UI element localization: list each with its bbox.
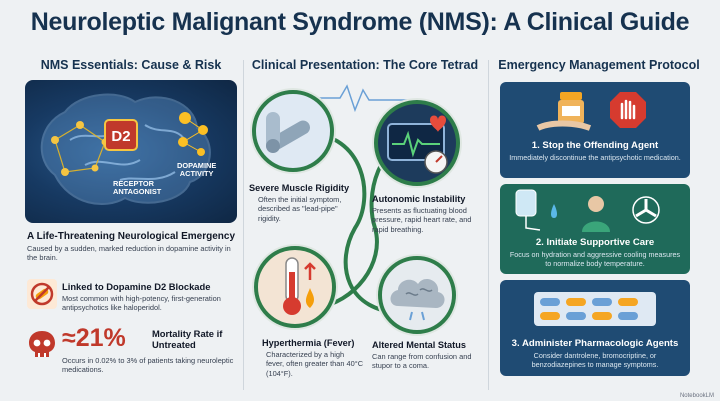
- emergency-heading: A Life-Threatening Neurological Emergenc…: [27, 231, 236, 242]
- protocol-text-stop: Immediately discontinue the antipsychoti…: [509, 153, 681, 162]
- tetrad-title-rigidity: Severe Muscle Rigidity: [249, 183, 350, 193]
- brain-illustration: D2 RECEPTOR ANTAGONIST DOPAMINE ACTIVITY: [25, 80, 237, 223]
- protocol-title-stop: 1. Stop the Offending Agent: [531, 140, 659, 151]
- tetrad-text-autonomic: Presents as fluctuating blood pressure, …: [372, 206, 472, 234]
- receptor-antagonist-label: RECEPTOR ANTAGONIST: [113, 179, 162, 197]
- protocol-card-pharmacologic: 3. Administer Pharmacologic Agents Consi…: [500, 280, 690, 376]
- pill-bottle-icon: [536, 92, 592, 131]
- column-heading-middle: Clinical Presentation: The Core Tetrad: [251, 58, 479, 72]
- iv-bag-icon: [515, 189, 557, 231]
- arm-icon: [252, 90, 334, 172]
- linked-text: Most common with high-potency, first-gen…: [62, 294, 221, 313]
- pills-icon: [534, 292, 656, 326]
- dopamine-activity-label: DOPAMINE ACTIVITY: [177, 161, 217, 179]
- tetrad-title-autonomic: Autonomic Instability: [372, 194, 466, 204]
- tetrad-title-hyperthermia: Hyperthermia (Fever): [262, 338, 355, 348]
- protocol-title-supportive: 2. Initiate Supportive Care: [535, 237, 655, 248]
- tetrad-text-rigidity: Often the initial symptom, described as …: [258, 195, 342, 223]
- heart-monitor-icon: [374, 100, 460, 186]
- column-heading-left: NMS Essentials: Cause & Risk: [40, 58, 222, 72]
- mortality-text: Occurs in 0.02% to 3% of patients taking…: [62, 356, 234, 375]
- footer-credit: NotebookLM: [679, 393, 714, 399]
- mortality-stat: ≈21%: [62, 324, 126, 352]
- cloud-brain-icon: [378, 256, 456, 334]
- skull-icon: [26, 328, 58, 362]
- column-divider: [243, 60, 244, 390]
- stop-hand-icon: [610, 92, 646, 128]
- ecg-line-icon: [305, 84, 425, 113]
- tetrad-text-mental: Can range from confusion and stupor to a…: [372, 352, 472, 371]
- mortality-heading: Mortality Rate if Untreated: [152, 328, 223, 350]
- brain-icon: D2: [40, 93, 211, 205]
- tetrad-title-mental: Altered Mental Status: [372, 340, 466, 350]
- protocol-card-supportive: 2. Initiate Supportive Care Focus on hyd…: [500, 184, 690, 274]
- no-pill-icon: [27, 279, 57, 309]
- thermometer-icon: [254, 246, 336, 328]
- page-title: Neuroleptic Malignant Syndrome (NMS): A …: [30, 8, 690, 36]
- column-heading-right: Emergency Management Protocol: [498, 58, 700, 72]
- protocol-card-stop: 1. Stop the Offending Agent Immediately …: [500, 82, 690, 178]
- protocol-text-pharmacologic: Consider dantrolene, bromocriptine, or b…: [531, 351, 659, 370]
- fan-icon: [632, 196, 660, 224]
- patient-icon: [582, 196, 610, 232]
- linked-heading: Linked to Dopamine D2 Blockade: [62, 281, 211, 292]
- tetrad-text-hyperthermia: Characterized by a high fever, often gre…: [266, 350, 364, 378]
- column-divider: [488, 60, 489, 390]
- emergency-text: Caused by a sudden, marked reduction in …: [27, 244, 231, 263]
- protocol-title-pharmacologic: 3. Administer Pharmacologic Agents: [511, 338, 679, 349]
- d2-label: D2: [111, 128, 130, 145]
- protocol-text-supportive: Focus on hydration and aggressive coolin…: [509, 250, 681, 269]
